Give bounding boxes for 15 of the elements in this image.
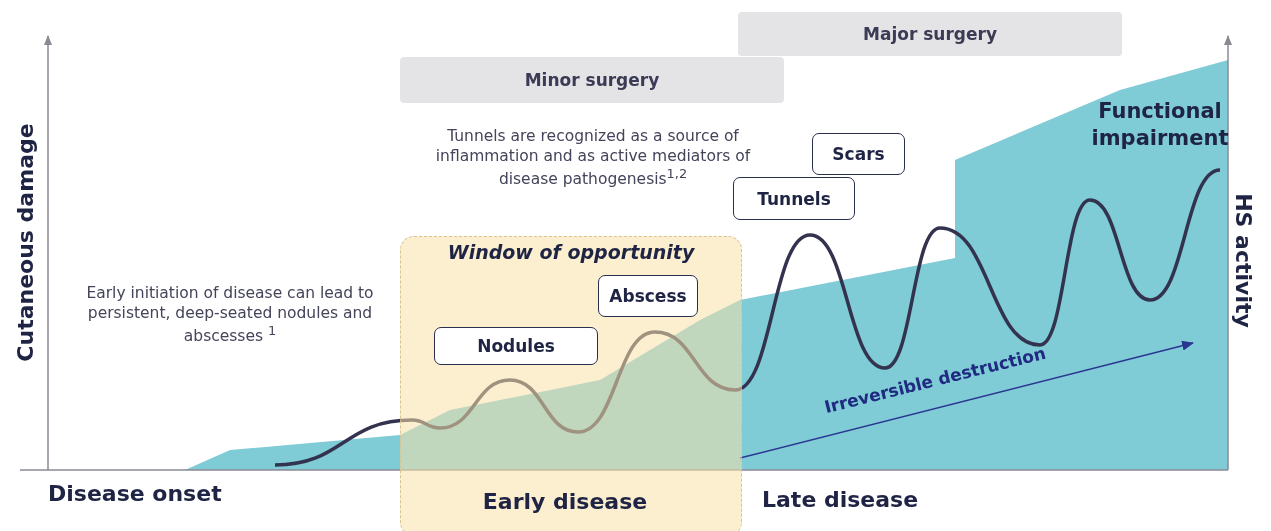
stage-box: Nodules [434, 327, 598, 365]
surgery-band: Minor surgery [400, 57, 784, 103]
stage-box: Tunnels [733, 177, 855, 220]
annotation-text: Early initiation of disease can lead to persistent, deep-seated nodules and abscesses $^{1}$ [85, 283, 375, 347]
axis-label: Late disease [762, 487, 920, 512]
surgery-band: Major surgery [738, 12, 1122, 56]
stage-box: Scars [812, 133, 905, 175]
region-heading: Window of opportunity [446, 241, 696, 263]
axis-title: HS activity [1230, 192, 1256, 330]
highlight-region [400, 236, 742, 531]
stage-label: Functional impairment [1090, 98, 1230, 153]
axis-title: Cutaneous damage [12, 122, 38, 363]
stage-box: Abscess [598, 275, 698, 317]
axis-label: Early disease [481, 489, 649, 514]
axis-label: Disease onset [48, 481, 223, 506]
